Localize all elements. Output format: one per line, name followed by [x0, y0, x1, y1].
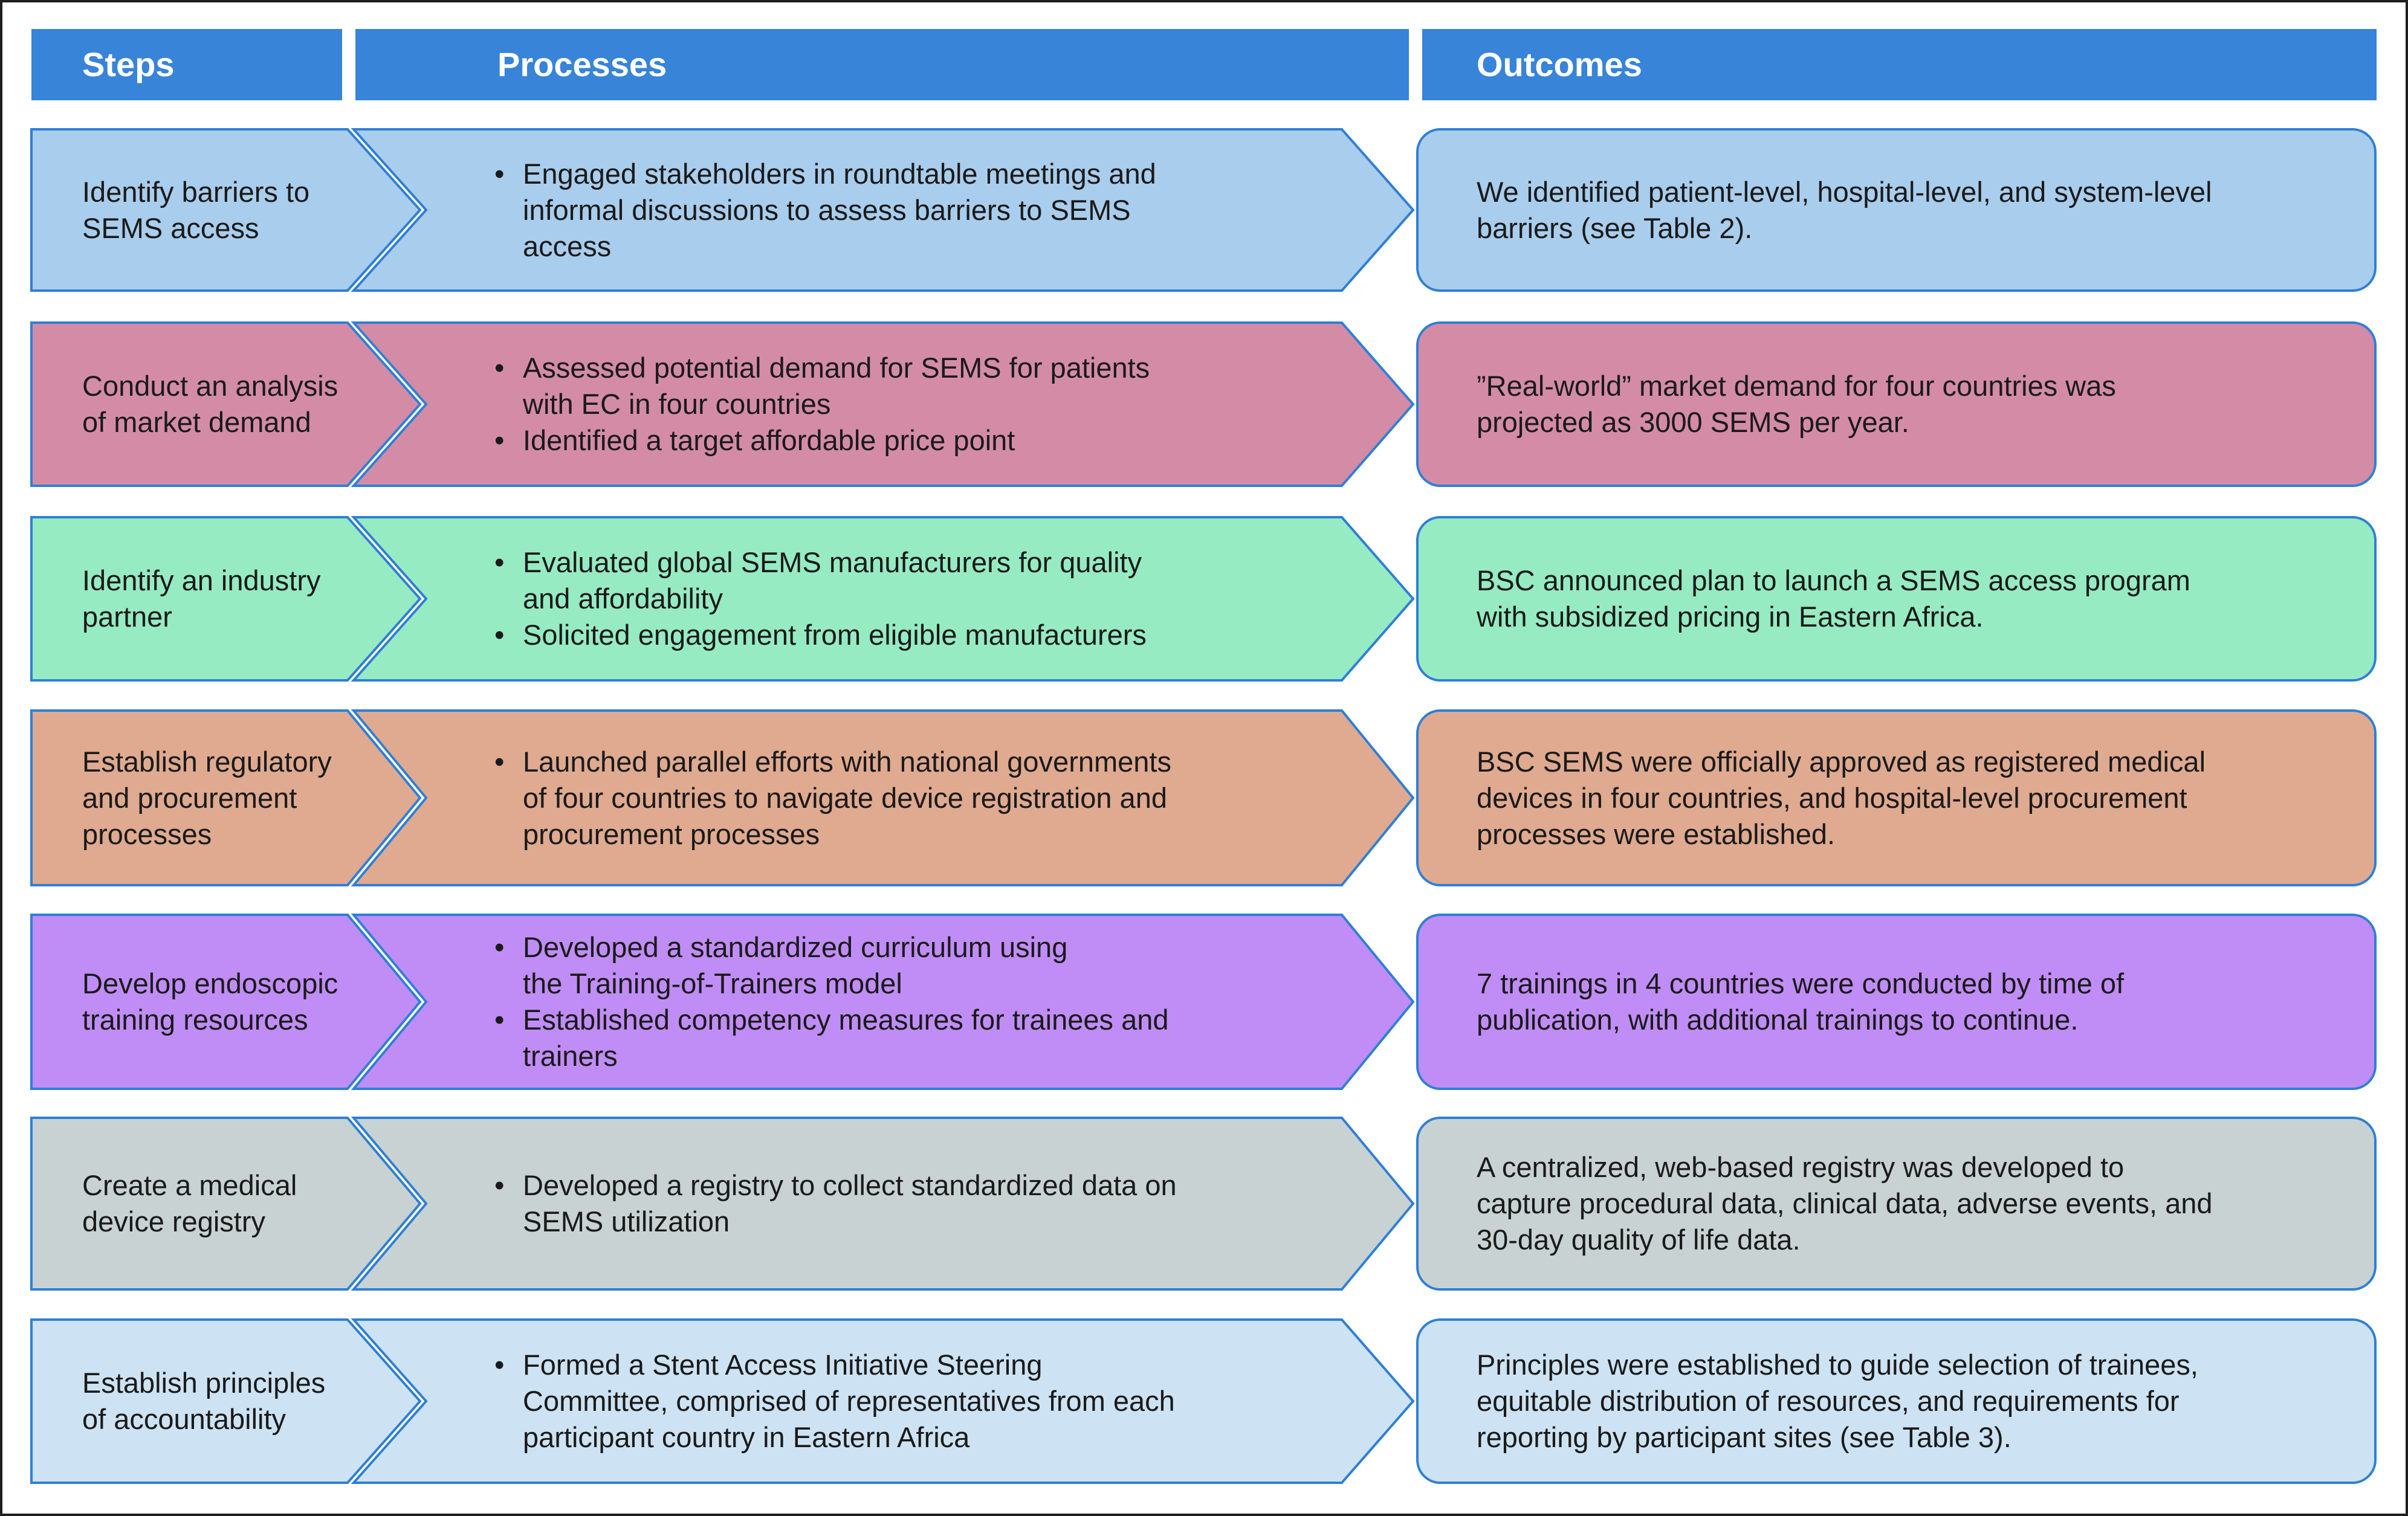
processes-header: Processes	[497, 45, 667, 83]
steps-header-bar	[31, 29, 342, 100]
step-label-6: Create a medical device registry	[82, 1169, 297, 1237]
outcome-shape-1	[1416, 128, 2377, 292]
process-item: Formed a Stent Access Initiative Steerin…	[494, 1347, 1175, 1456]
process-item: Identified a target affordable price poi…	[494, 422, 1150, 459]
outcome-shape-2	[1416, 321, 2377, 487]
outcome-text-2: ”Real-world” market demand for four coun…	[1477, 370, 2116, 438]
outcome-shape-7	[1416, 1318, 2377, 1484]
outcome-text-7: Principles were established to guide sel…	[1477, 1349, 2198, 1453]
process-item: Established competency measures for trai…	[494, 1002, 1169, 1074]
process-list-2: Assessed potential demand for SEMS for p…	[494, 350, 1150, 459]
outcome-text-1: We identified patient-level, hospital-le…	[1477, 175, 2212, 244]
process-list-5: Developed a standardized curriculum usin…	[494, 929, 1169, 1074]
process-list-3: Evaluated global SEMS manufacturers for …	[494, 544, 1147, 653]
outcomes-header: Outcomes	[1477, 45, 1642, 83]
process-item: Developed a registry to collect standard…	[494, 1167, 1177, 1240]
process-item: Launched parallel efforts with national …	[494, 744, 1171, 853]
step-shape-7	[30, 1318, 422, 1484]
step-shape-6	[30, 1117, 422, 1291]
process-list-7: Formed a Stent Access Initiative Steerin…	[494, 1347, 1175, 1456]
step-shape-5	[30, 914, 422, 1090]
step-label-1: Identify barriers to SEMS access	[82, 175, 310, 244]
process-item: Assessed potential demand for SEMS for p…	[494, 350, 1150, 422]
outcome-shape-6	[1416, 1117, 2377, 1291]
process-list-6: Developed a registry to collect standard…	[494, 1167, 1177, 1240]
step-label-7: Establish principles of accountability	[82, 1367, 326, 1435]
outcome-text-5: 7 trainings in 4 countries were conducte…	[1477, 967, 2125, 1036]
outcomes-header-bar	[1422, 29, 2377, 100]
outcome-text-4: BSC SEMS were officially approved as reg…	[1477, 745, 2206, 850]
step-shape-2	[30, 321, 422, 487]
process-item: Evaluated global SEMS manufacturers for …	[494, 544, 1147, 617]
process-list-1: Engaged stakeholders in roundtable meeti…	[494, 156, 1156, 265]
process-item: Solicited engagement from eligible manuf…	[494, 617, 1147, 653]
step-label-4: Establish regulatory and procurement pro…	[82, 745, 332, 850]
outcome-shape-3	[1416, 516, 2377, 682]
step-label-3: Identify an industry partner	[82, 564, 321, 633]
process-list-4: Launched parallel efforts with national …	[494, 744, 1171, 853]
step-shape-4	[30, 709, 422, 886]
step-label-2: Conduct an analysis of market demand	[82, 370, 338, 438]
process-item: Engaged stakeholders in roundtable meeti…	[494, 156, 1156, 265]
step-label-5: Develop endoscopic training resources	[82, 967, 338, 1036]
outcome-shape-5	[1416, 914, 2377, 1090]
outcome-text-6: A centralized, web-based registry was de…	[1477, 1151, 2213, 1256]
step-shape-3	[30, 516, 422, 682]
step-shape-1	[30, 128, 422, 292]
outcome-text-3: BSC announced plan to launch a SEMS acce…	[1477, 564, 2190, 633]
outcome-shape-4	[1416, 709, 2377, 886]
steps-header: Steps	[82, 45, 175, 83]
processes-header-bar	[355, 29, 1409, 100]
process-item: Developed a standardized curriculum usin…	[494, 929, 1169, 1002]
